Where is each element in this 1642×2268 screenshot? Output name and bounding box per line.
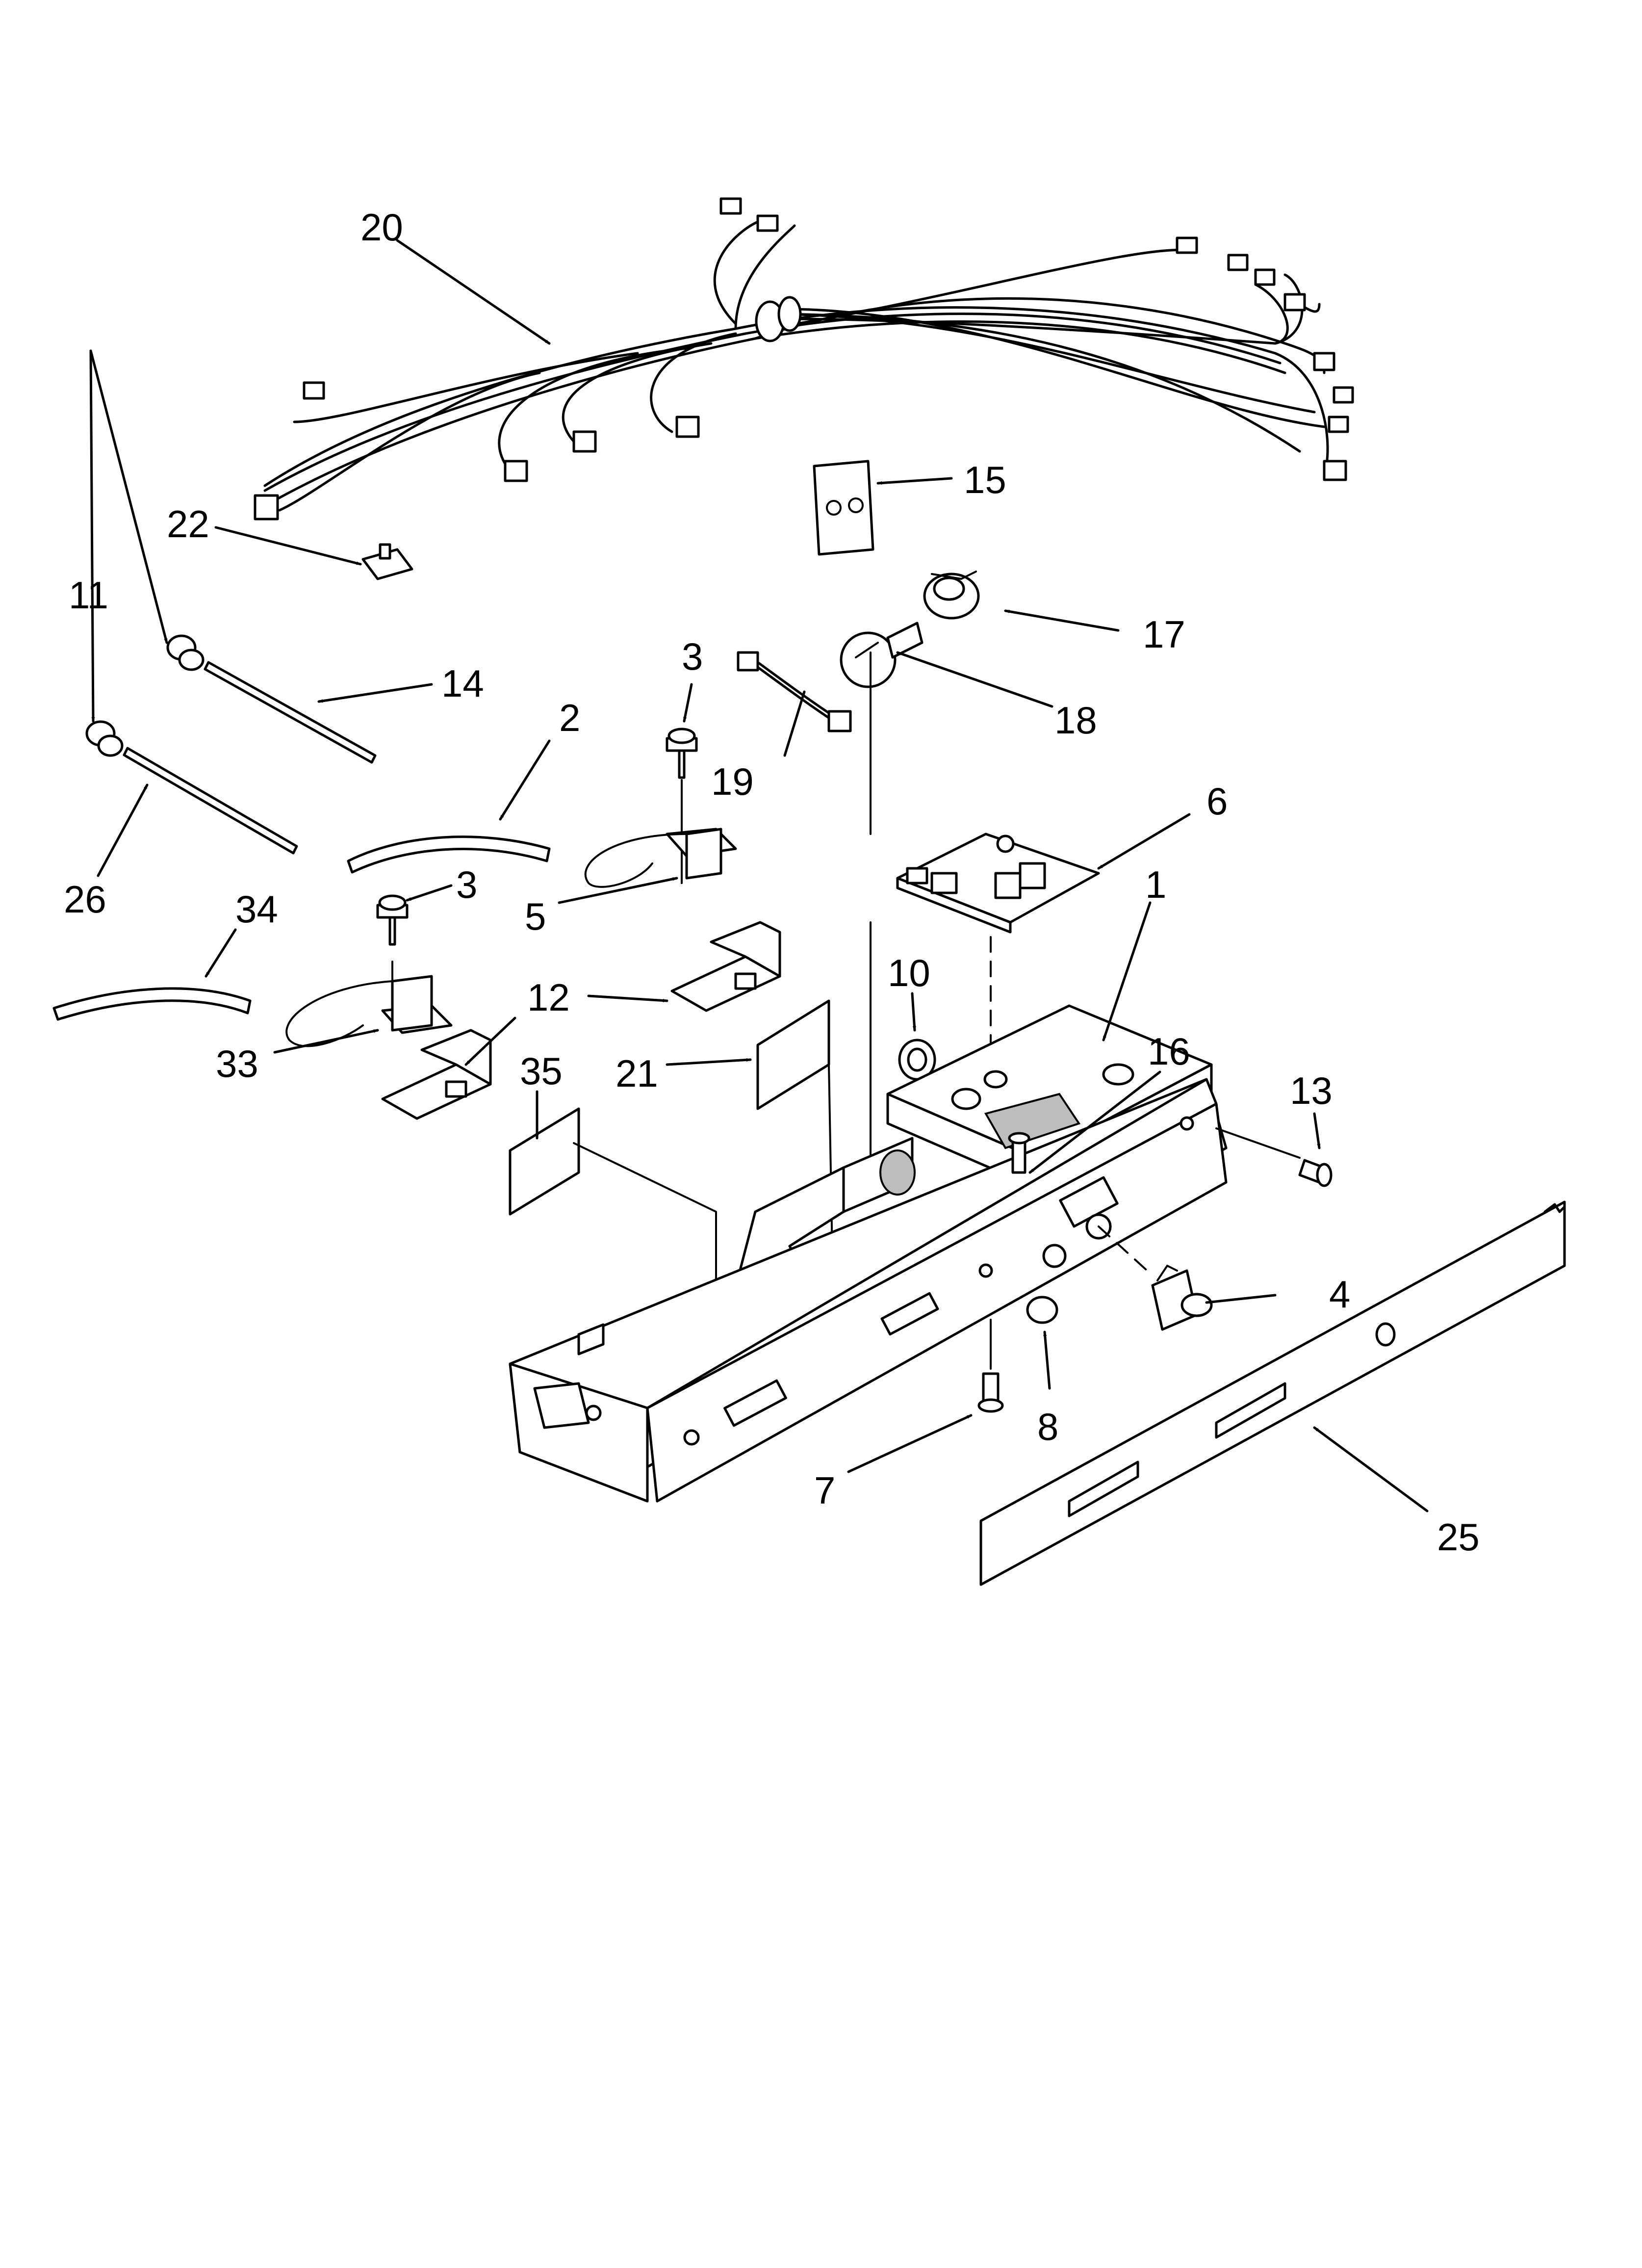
tube-2 (347, 835, 551, 874)
knob-4 (1151, 1265, 1213, 1331)
callout-5: 5 (525, 895, 546, 938)
screw-16 (1008, 1132, 1030, 1174)
callout-26: 26 (64, 878, 106, 921)
callout-6: 6 (1206, 780, 1228, 823)
bracket-12b (381, 1029, 492, 1120)
screw-3-upper (667, 728, 696, 744)
trim-strip-25 (979, 1200, 1566, 1586)
callout-10: 10 (888, 951, 930, 994)
callout-labels: 20 15 22 17 18 19 11 14 2 3 26 3 5 34 33… (64, 206, 1480, 1559)
callout-34: 34 (235, 887, 278, 931)
fitting-11a (166, 634, 205, 671)
callout-4: 4 (1329, 1273, 1350, 1316)
callout-12: 12 (527, 976, 570, 1019)
bracket-12a (670, 921, 781, 1012)
callout-16: 16 (1148, 1030, 1190, 1073)
control-board-6 (896, 833, 1100, 1070)
callout-2: 2 (559, 696, 580, 739)
callout-25: 25 (1437, 1515, 1480, 1559)
screw-3-lower (378, 894, 407, 911)
callout-21: 21 (616, 1052, 658, 1095)
clip-22 (361, 543, 413, 580)
callout-8: 8 (1037, 1405, 1058, 1448)
callout-17: 17 (1143, 613, 1185, 656)
rod-14 (204, 661, 377, 764)
callout-1: 1 (1145, 863, 1166, 906)
rod-26 (123, 747, 298, 855)
fitting-11b (85, 720, 124, 757)
callout-20: 20 (360, 206, 403, 249)
control-housing-1 (509, 652, 1228, 1503)
switch-33 (285, 904, 453, 1047)
callout-15: 15 (964, 458, 1006, 501)
callout-22: 22 (167, 502, 209, 546)
callout-19: 19 (711, 760, 754, 803)
callout-14: 14 (441, 662, 484, 705)
callout-7: 7 (814, 1469, 835, 1512)
cover-plate-15 (813, 460, 874, 556)
tube-34 (52, 987, 252, 1021)
leader-lines (89, 239, 1429, 1512)
callout-11: 11 (69, 574, 108, 617)
button-8 (1026, 1296, 1058, 1324)
wire-harness (254, 197, 1354, 521)
screw-13 (1215, 1127, 1333, 1187)
light-bulb-18 (840, 622, 924, 688)
callout-18: 18 (1054, 699, 1097, 742)
jumper-harness-19 (737, 651, 852, 732)
light-socket-17 (923, 571, 980, 620)
callout-3a: 3 (682, 635, 703, 678)
callout-13: 13 (1290, 1069, 1333, 1112)
callout-35: 35 (520, 1049, 563, 1093)
callout-33: 33 (216, 1042, 258, 1085)
screw-7 (977, 1319, 1004, 1413)
callout-3b: 3 (456, 863, 477, 906)
